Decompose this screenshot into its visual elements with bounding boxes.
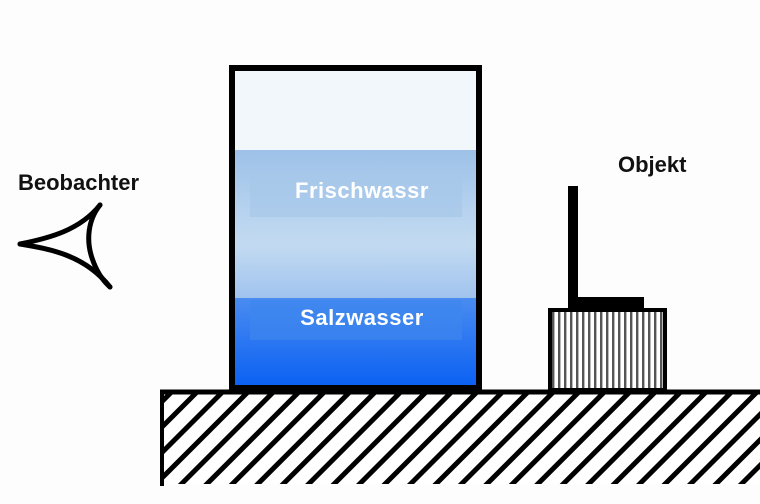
fresh-water-label-box [250,175,462,217]
object-block [548,308,667,392]
fresh-water-label: Frischwassr [295,178,429,203]
salt-water-label: Salzwasser [300,305,424,330]
tank-air [232,68,479,152]
eye-icon [17,202,113,290]
object-cap [568,297,644,310]
observer-label: Beobachter [18,170,140,195]
object-label: Objekt [618,152,687,177]
salt-water-label-box [250,300,462,340]
ground [160,389,760,486]
water-tank [229,65,482,391]
object [548,186,667,392]
object-rod [568,186,578,298]
mixing-zone [232,244,479,300]
tank-outline [229,65,482,391]
